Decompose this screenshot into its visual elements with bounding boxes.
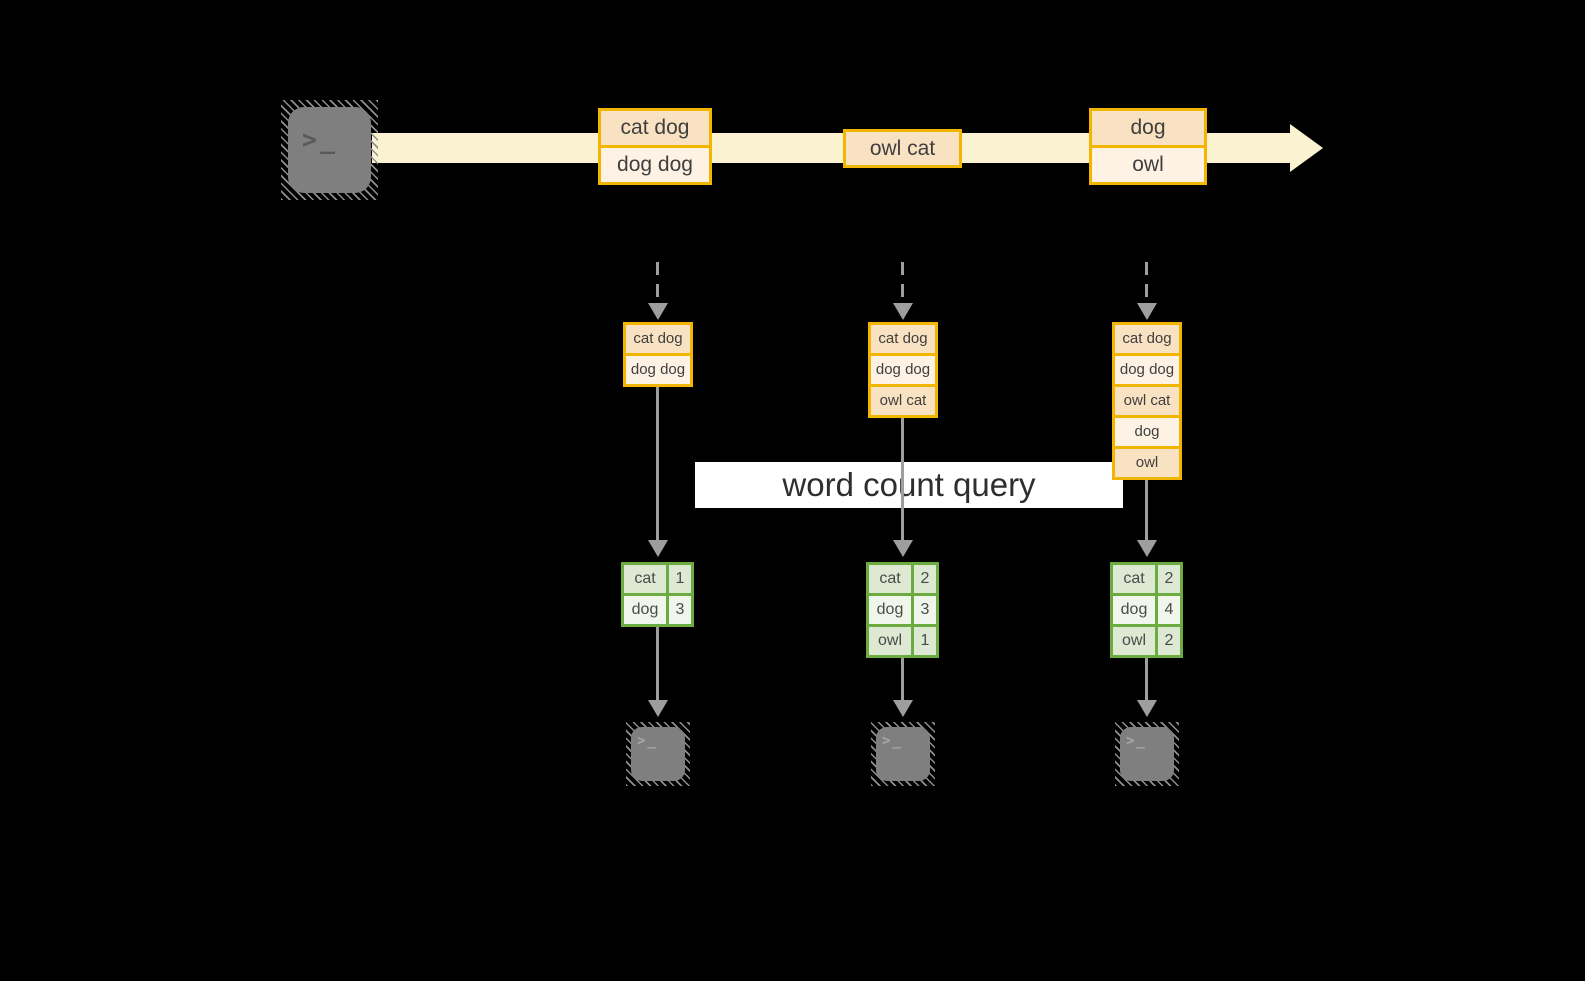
terminal-screen	[876, 727, 930, 781]
stream-record: owl	[1092, 145, 1204, 182]
output-terminal-icon: >_	[871, 722, 935, 786]
word-count-table-3: cat 2 dog 4 owl 2	[1110, 562, 1183, 658]
query-arrowhead-icon	[648, 540, 668, 557]
ingest-arrow-line	[901, 262, 904, 306]
stream-record: cat dog	[601, 111, 709, 145]
ingest-arrowhead-icon	[893, 303, 913, 320]
stream-batch-box-2: owl cat	[843, 129, 962, 168]
query-arrowhead-icon	[893, 540, 913, 557]
terminal-prompt-icon: >_	[1126, 733, 1147, 749]
terminal-prompt-icon: >_	[882, 733, 903, 749]
terminal-prompt-icon: >_	[302, 125, 339, 154]
stream-batch-box-3: dog owl	[1089, 108, 1207, 185]
word-cell: owl	[1113, 627, 1155, 655]
query-arrow-line	[901, 418, 904, 543]
buffered-records-box-3: cat dog dog dog owl cat dog owl	[1112, 322, 1182, 480]
buffered-record: dog	[1115, 415, 1179, 446]
count-cell: 3	[914, 596, 936, 624]
terminal-screen	[631, 727, 685, 781]
count-cell: 2	[914, 565, 936, 593]
terminal-screen	[1120, 727, 1174, 781]
stream-record: dog dog	[601, 145, 709, 182]
terminal-prompt-icon: >_	[637, 733, 658, 749]
output-arrowhead-icon	[1137, 700, 1157, 717]
ingest-arrow-line	[656, 262, 659, 306]
word-cell: dog	[1113, 596, 1155, 624]
count-cell: 1	[914, 627, 936, 655]
output-terminal-icon: >_	[626, 722, 690, 786]
word-cell: dog	[624, 596, 666, 624]
output-arrow-line	[656, 627, 659, 700]
stream-record: dog	[1092, 111, 1204, 145]
terminal-screen	[288, 107, 371, 193]
count-cell: 3	[669, 596, 691, 624]
ingest-arrowhead-icon	[648, 303, 668, 320]
count-cell: 4	[1158, 596, 1180, 624]
query-arrow-line	[656, 387, 659, 543]
buffered-record: cat dog	[871, 325, 935, 353]
output-terminal-icon: >_	[1115, 722, 1179, 786]
buffered-record: dog dog	[626, 353, 690, 384]
buffered-records-box-1: cat dog dog dog	[623, 322, 693, 387]
word-count-table-2: cat 2 dog 3 owl 1	[866, 562, 939, 658]
stream-timeline-arrowhead-icon	[1290, 124, 1323, 172]
query-arrow-line	[1145, 480, 1148, 543]
query-arrowhead-icon	[1137, 540, 1157, 557]
word-cell: dog	[869, 596, 911, 624]
buffered-record: owl cat	[871, 384, 935, 415]
buffered-record: cat dog	[1115, 325, 1179, 353]
buffered-records-box-2: cat dog dog dog owl cat	[868, 322, 938, 418]
ingest-arrowhead-icon	[1137, 303, 1157, 320]
buffered-record: dog dog	[871, 353, 935, 384]
buffered-record: owl cat	[1115, 384, 1179, 415]
word-cell: cat	[869, 565, 911, 593]
query-label: word count query	[695, 462, 1123, 508]
stream-record: owl cat	[846, 132, 959, 165]
buffered-record: cat dog	[626, 325, 690, 353]
count-cell: 2	[1158, 565, 1180, 593]
output-arrow-line	[901, 658, 904, 700]
source-terminal-icon: >_	[281, 100, 378, 200]
ingest-arrow-line	[1145, 262, 1148, 306]
word-cell: cat	[1113, 565, 1155, 593]
buffered-record: owl	[1115, 446, 1179, 477]
count-cell: 2	[1158, 627, 1180, 655]
word-count-table-1: cat 1 dog 3	[621, 562, 694, 627]
word-cell: owl	[869, 627, 911, 655]
stream-batch-box-1: cat dog dog dog	[598, 108, 712, 185]
buffered-record: dog dog	[1115, 353, 1179, 384]
output-arrow-line	[1145, 658, 1148, 700]
word-cell: cat	[624, 565, 666, 593]
count-cell: 1	[669, 565, 691, 593]
output-arrowhead-icon	[893, 700, 913, 717]
output-arrowhead-icon	[648, 700, 668, 717]
